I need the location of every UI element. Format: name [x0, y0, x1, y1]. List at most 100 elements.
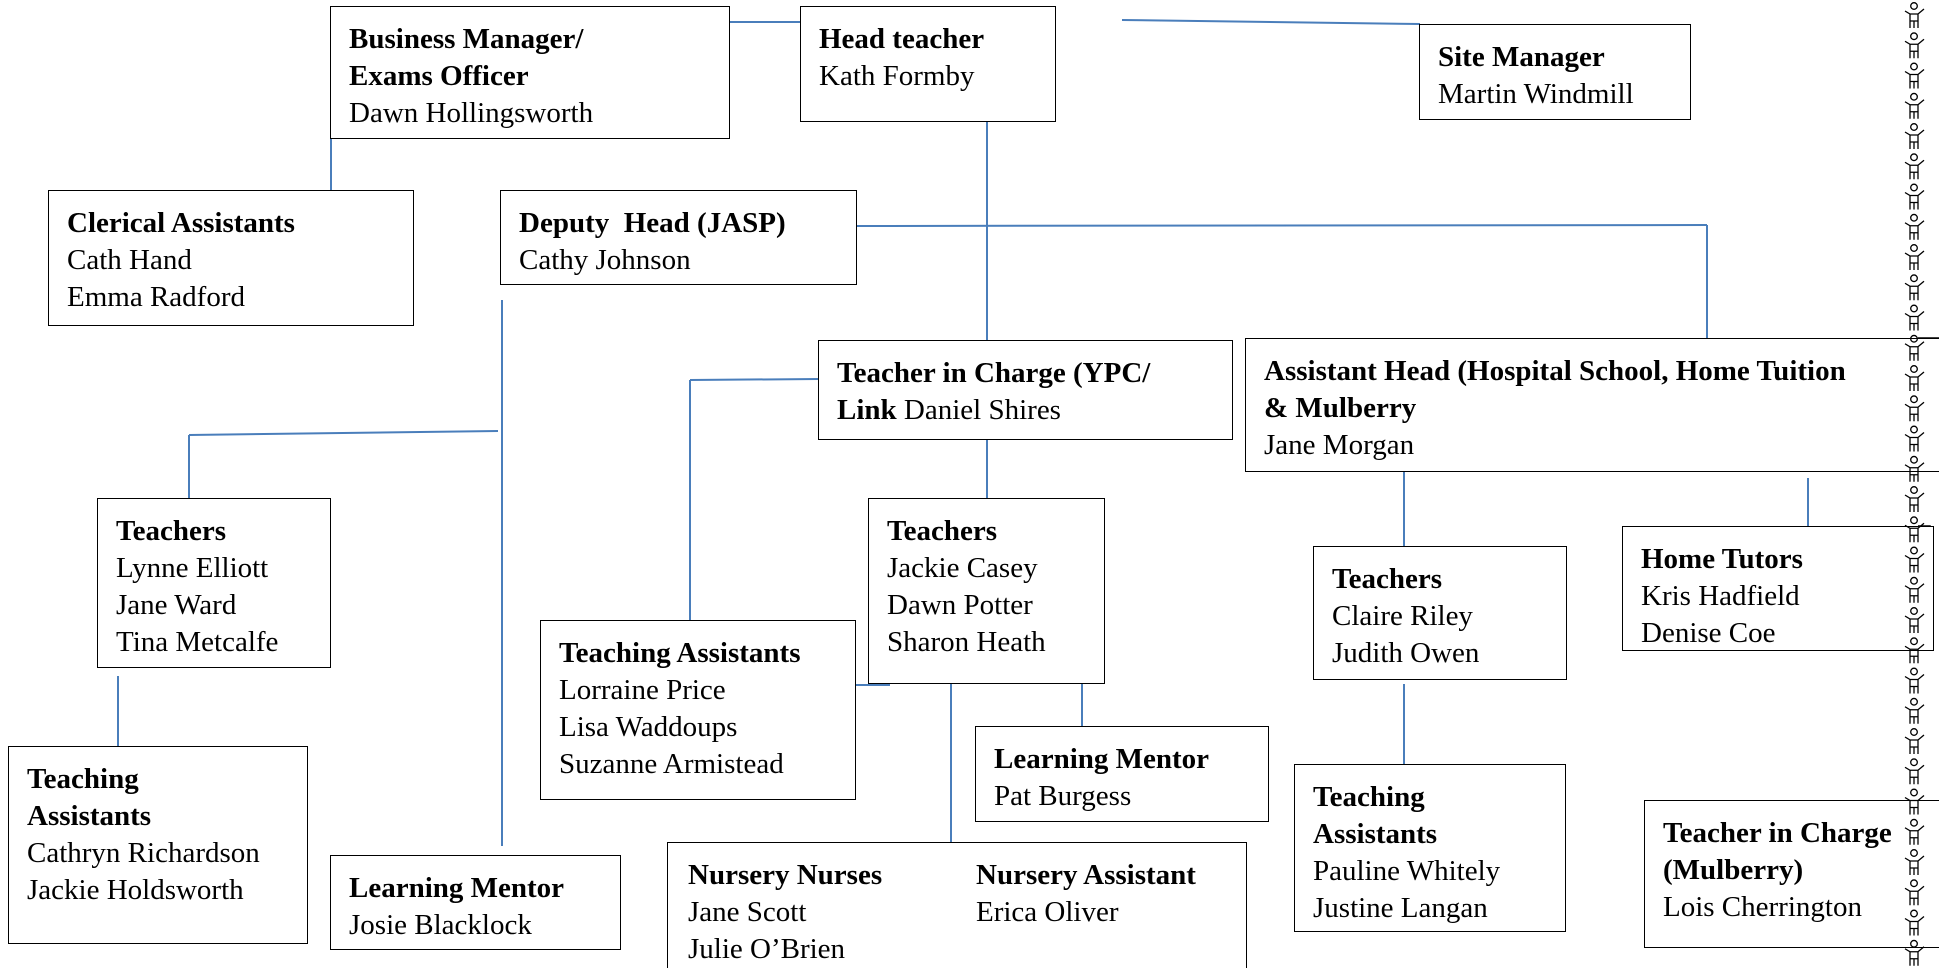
box-title: & Mulberry	[1264, 392, 1417, 424]
teaching-assistants-jasp-box: Teaching Assistants Cathryn Richardson J…	[8, 746, 308, 944]
box-title: Exams Officer	[349, 60, 529, 92]
person-figure-icon	[1904, 365, 1925, 391]
person-figure-icon	[1904, 576, 1925, 603]
person-figure-icon	[1904, 728, 1925, 754]
connector-line	[188, 430, 499, 436]
box-title: Teachers	[887, 515, 998, 547]
person-figure-icon	[1904, 92, 1925, 119]
figure-border	[1890, 0, 1939, 968]
person-figure-icon	[1904, 697, 1925, 724]
person-figure-icon	[1904, 516, 1925, 543]
business-manager-box: Business Manager/ Exams Officer Dawn Hol…	[330, 6, 730, 139]
staff-name: Jackie Holdsworth	[27, 874, 244, 906]
person-figure-icon	[1904, 62, 1925, 89]
nursery-box: Nursery Nurses Jane Scott Julie O’Brien …	[667, 842, 1247, 968]
staff-name: Jane Morgan	[1264, 429, 1415, 461]
person-figure-icon	[1904, 667, 1925, 694]
staff-name: Pauline Whitely	[1313, 855, 1501, 887]
box-title: Learning Mentor	[994, 743, 1210, 775]
box-title: Assistants	[27, 800, 152, 832]
person-figure-icon	[1904, 183, 1925, 210]
teaching-assistants-hospital-box: Teaching Assistants Pauline Whitely Just…	[1294, 764, 1566, 932]
staff-name: Judith Owen	[1332, 637, 1480, 669]
staff-name: Lisa Waddoups	[559, 711, 738, 743]
learning-mentor-ypc-box: Learning Mentor Pat Burgess	[975, 726, 1269, 822]
person-figure-icon	[1904, 909, 1925, 936]
staff-name: Claire Riley	[1332, 600, 1473, 632]
connector-line	[689, 378, 820, 381]
staff-name: Jane Scott	[688, 896, 807, 928]
staff-name: Cathy Johnson	[519, 244, 691, 276]
box-title: Nursery Nurses	[688, 859, 883, 891]
box-title: Teachers	[1332, 563, 1443, 595]
box-title: Nursery Assistant	[976, 859, 1196, 891]
deputy-head-box: Deputy Head (JASP) Cathy Johnson	[500, 190, 857, 285]
staff-name: Lynne Elliott	[116, 552, 269, 584]
person-figure-icon	[1904, 425, 1925, 452]
staff-name: Lorraine Price	[559, 674, 726, 706]
staff-name: Dawn Hollingsworth	[349, 97, 594, 129]
figure-border-svg	[1904, 2, 1925, 966]
head-teacher-box: Head teacher Kath Formby	[800, 6, 1056, 122]
box-title: Teacher in Charge	[1663, 817, 1892, 849]
person-figure-icon	[1904, 818, 1925, 845]
box-title: Teachers	[116, 515, 227, 547]
teacher-in-charge-ypc-box: Teacher in Charge (YPC/ Link Daniel Shir…	[818, 340, 1233, 440]
person-figure-icon	[1904, 304, 1925, 331]
staff-name: Jackie Casey	[887, 552, 1038, 584]
box-title: Teaching	[27, 763, 139, 795]
learning-mentor-jasp-box: Learning Mentor Josie Blacklock	[330, 855, 621, 950]
box-title: Assistant Head (Hospital School, Home Tu…	[1264, 355, 1846, 387]
person-figure-icon	[1904, 546, 1925, 573]
person-figure-icon	[1904, 395, 1925, 422]
staff-name: Kris Hadfield	[1641, 580, 1800, 612]
person-figure-icon	[1904, 274, 1925, 301]
person-figure-icon	[1904, 32, 1925, 59]
box-title: Teacher in Charge (YPC/	[837, 357, 1151, 389]
box-title: Clerical Assistants	[67, 207, 295, 239]
box-title: (Mulberry)	[1663, 854, 1804, 886]
box-title: Business Manager/	[349, 23, 584, 55]
staff-name: Tina Metcalfe	[116, 626, 279, 658]
box-title: Deputy Head (JASP)	[519, 207, 786, 239]
box-title: Teaching	[1313, 781, 1425, 813]
person-figure-icon	[1904, 455, 1925, 482]
person-figure-icon	[1904, 334, 1925, 361]
clerical-assistants-box: Clerical Assistants Cath Hand Emma Radfo…	[48, 190, 414, 326]
person-figure-icon	[1904, 849, 1925, 875]
assistant-head-box: Assistant Head (Hospital School, Home Tu…	[1245, 338, 1939, 472]
staff-name: Erica Oliver	[976, 896, 1119, 928]
teachers-ypc-box: Teachers Jackie Casey Dawn Potter Sharon…	[868, 498, 1105, 684]
home-tutors-box: Home Tutors Kris Hadfield Denise Coe	[1622, 526, 1934, 651]
staff-name: Justine Langan	[1313, 892, 1488, 924]
teachers-hospital-box: Teachers Claire Riley Judith Owen	[1313, 546, 1567, 680]
teacher-in-charge-mulberry-box: Teacher in Charge (Mulberry) Lois Cherri…	[1644, 800, 1939, 948]
person-figure-icon	[1904, 637, 1925, 664]
box-title: Site Manager	[1438, 41, 1605, 73]
staff-name: Dawn Potter	[887, 589, 1033, 621]
person-figure-icon	[1904, 607, 1925, 633]
site-manager-box: Site Manager Martin Windmill	[1419, 24, 1691, 120]
box-title: Link	[837, 394, 897, 426]
person-figure-icon	[1904, 123, 1925, 149]
staff-name: Cathryn Richardson	[27, 837, 260, 869]
person-figure-icon	[1904, 486, 1925, 512]
nursery-assistant-column: Nursery Assistant Erica Oliver	[976, 857, 1196, 931]
connector-line	[855, 224, 1708, 227]
person-figure-icon	[1904, 788, 1925, 815]
nursery-nurses-column: Nursery Nurses Jane Scott Julie O’Brien	[688, 857, 882, 968]
person-figure-icon	[1904, 758, 1925, 785]
teaching-assistants-ypc-box: Teaching Assistants Lorraine Price Lisa …	[540, 620, 856, 800]
box-title: Teaching Assistants	[559, 637, 801, 669]
box-title: Assistants	[1313, 818, 1438, 850]
staff-name: Julie O’Brien	[688, 933, 846, 965]
person-figure-icon	[1904, 244, 1925, 270]
staff-name: Sharon Heath	[887, 626, 1046, 658]
person-figure-icon	[1904, 153, 1925, 180]
person-figure-icon	[1904, 213, 1925, 240]
staff-name: Suzanne Armistead	[559, 748, 784, 780]
staff-name: Josie Blacklock	[349, 909, 532, 941]
staff-name: Pat Burgess	[994, 780, 1132, 812]
box-title: Home Tutors	[1641, 543, 1803, 575]
staff-name: Lois Cherrington	[1663, 891, 1862, 923]
